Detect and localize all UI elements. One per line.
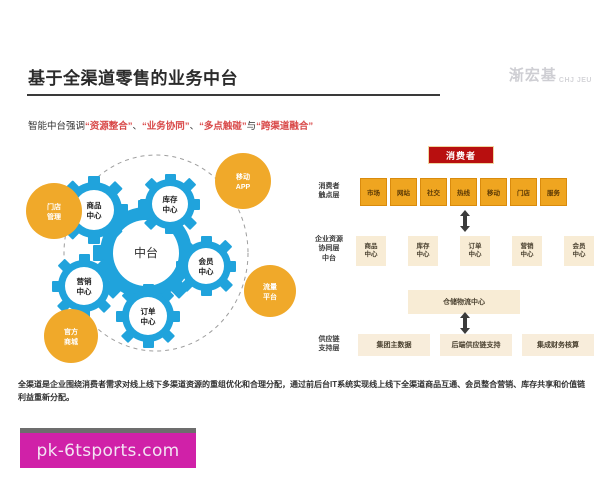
supply-support-row: 集团主数据 后端供应链支持 集成财务核算 [358, 334, 594, 356]
gear-diagram-svg: 中台 商品 中心 库存 中心 会员 中心 订单 中心 营销 中心 门店 管理 移… [26, 153, 296, 363]
architecture-diagram: 消费者 消费者 触点层 企业资源 协同层 中台 供应链 支持层 市场 网站 社交… [300, 142, 596, 372]
slide-caption: 全渠道是企业围绕消费者需求对线上线下多渠道资源的重组优化和合理分配，通过前后台I… [18, 380, 586, 403]
subtitle-keyword-3: “多点触碰” [199, 121, 247, 132]
double-arrow-icon [460, 210, 470, 232]
gear-center-label: 中台 [134, 245, 158, 260]
subtitle-sep-3: 与 [246, 121, 257, 132]
dashed-ring [63, 154, 249, 352]
gear-diagram: 中台 商品 中心 库存 中心 会员 中心 订单 中心 营销 中心 门店 管理 移… [18, 148, 298, 366]
node-store-management-label-1: 门店 [47, 202, 61, 211]
center-cell-product[interactable]: 商品 中心 [356, 236, 386, 266]
title-underline-rule [27, 94, 440, 96]
watermark-text: pk-6tsports.com [36, 440, 180, 461]
node-official-mall [44, 309, 98, 363]
gear-marketing-center [52, 254, 116, 318]
center-cell-order[interactable]: 订单 中心 [460, 236, 490, 266]
subtitle-lead: 智能中台强调 [28, 121, 86, 132]
node-mobile-app-label-1: 移动 [236, 172, 250, 181]
layer-label-touchpoint: 消费者 触点层 [318, 183, 340, 200]
subtitle-keyword-4: “跨渠道融合” [256, 121, 314, 132]
node-store-management-label-2: 管理 [47, 212, 61, 221]
brand-logo-en: CHJ JEU [558, 77, 592, 84]
gear-member-center-label-2: 中心 [199, 266, 214, 276]
gear-inventory-center [140, 174, 200, 234]
center-cell-inventory[interactable]: 库存 中心 [408, 236, 438, 266]
brand-logo-cn: 渐宏基 [508, 66, 557, 84]
node-store-management [26, 183, 82, 239]
slide-header: 基于全渠道零售的业务中台 渐宏基 CHJ JEU [0, 50, 600, 110]
brand-logo: 渐宏基 CHJ JEU [509, 64, 592, 85]
touchpoint-cell[interactable]: 门店 [510, 178, 537, 206]
gear-product-center-label-2: 中心 [87, 210, 102, 220]
layer-label-enterprise-resource: 企业资源 协同层 中台 [315, 236, 343, 262]
gear-order-center-label-2: 中心 [141, 316, 156, 326]
node-official-mall-label-1: 官方 [64, 327, 78, 336]
resource-center-row: 商品 中心 库存 中心 订单 中心 营销 中心 会员 中心 [356, 236, 594, 266]
touchpoint-cell[interactable]: 热线 [450, 178, 477, 206]
gear-order-center [116, 284, 180, 348]
touchpoint-cell[interactable]: 网站 [390, 178, 417, 206]
supply-cell-finance[interactable]: 集成财务核算 [522, 334, 594, 356]
touchpoint-cell[interactable]: 市场 [360, 178, 387, 206]
subtitle-sep-1: 、 [132, 121, 143, 132]
node-official-mall-label-2: 商城 [64, 337, 78, 346]
supply-cell-backend-supply[interactable]: 后端供应链支持 [440, 334, 512, 356]
touchpoint-cell[interactable]: 社交 [420, 178, 447, 206]
subtitle-sep-2: 、 [189, 121, 200, 132]
node-traffic-platform [244, 265, 296, 317]
touchpoint-row: 市场 网站 社交 热线 移动 门店 服务 [360, 178, 567, 206]
watermark: pk-6tsports.com [20, 428, 196, 468]
gear-product-center-label-1: 商品 [87, 200, 102, 210]
gear-order-center-label-1: 订单 [141, 306, 156, 316]
subtitle: 智能中台强调“资源整合”、“业务协同”、“多点触碰”与“跨渠道融合” [28, 118, 313, 132]
layer-label-supply-chain: 供应链 支持层 [318, 336, 340, 353]
warehouse-logistics-box[interactable]: 仓储物流中心 [408, 290, 520, 314]
gear-inventory-center-label-2: 中心 [163, 204, 178, 214]
page-title: 基于全渠道零售的业务中台 [28, 69, 238, 88]
gear-member-center [176, 236, 236, 296]
subtitle-keyword-2: “业务协同” [142, 121, 190, 132]
gear-inventory-center-label-1: 库存 [163, 194, 178, 204]
touchpoint-cell[interactable]: 移动 [480, 178, 507, 206]
double-arrow-icon [460, 312, 470, 334]
watermark-top-bar [20, 428, 196, 433]
watermark-body: pk-6tsports.com [20, 433, 196, 468]
center-cell-marketing[interactable]: 营销 中心 [512, 236, 542, 266]
node-traffic-platform-label-2: 平台 [263, 292, 277, 301]
node-traffic-platform-label-1: 流量 [263, 282, 277, 291]
gear-member-center-label-1: 会员 [199, 256, 214, 266]
node-mobile-app [215, 153, 271, 209]
touchpoint-cell[interactable]: 服务 [540, 178, 567, 206]
node-mobile-app-label-2: APP [236, 184, 251, 191]
gear-marketing-center-label-2: 中心 [77, 286, 92, 296]
gear-marketing-center-label-1: 营销 [77, 276, 92, 286]
subtitle-keyword-1: “资源整合” [85, 121, 133, 132]
center-cell-member[interactable]: 会员 中心 [564, 236, 594, 266]
consumer-banner: 消费者 [428, 146, 494, 164]
supply-cell-master-data[interactable]: 集团主数据 [358, 334, 430, 356]
